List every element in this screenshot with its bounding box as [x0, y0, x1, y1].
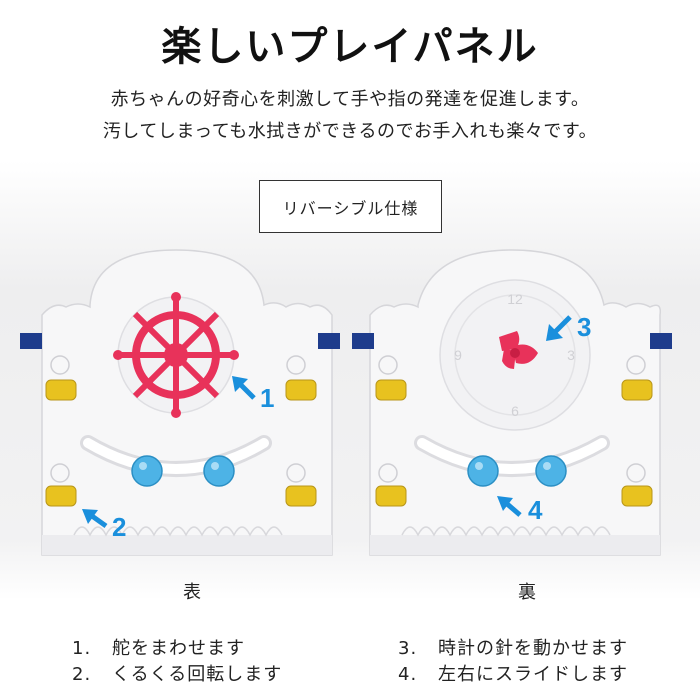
- back-panel: 12 3 6 9 3 4: [352, 249, 672, 556]
- feature-list-right: 3. 時計の針を動かせます 4. 左右にスライドします: [398, 636, 628, 688]
- clip-right: [318, 333, 340, 349]
- sliding-beads[interactable]: [467, 455, 567, 487]
- front-label: 表: [183, 582, 201, 603]
- callout-1: 1: [260, 383, 274, 413]
- front-panel: 1 2: [20, 249, 340, 556]
- feature-item-1: 1. 舵をまわせます: [72, 636, 282, 662]
- reversible-badge: リバーシブル仕様: [259, 180, 442, 233]
- ship-wheel-icon[interactable]: [113, 292, 239, 418]
- side-hinges: [50, 355, 306, 483]
- feature-text: 舵をまわせます: [112, 638, 245, 659]
- arrow-icon: [82, 509, 108, 529]
- yellow-rollers: [45, 379, 317, 507]
- panel-bottom-edge: [370, 535, 660, 555]
- yellow-rollers: [375, 379, 653, 507]
- callout-2: 2: [112, 512, 126, 542]
- feature-list-left: 1. 舵をまわせます 2. くるくる回転します: [72, 636, 282, 688]
- bottom-scallops: [73, 526, 283, 537]
- feature-item-4: 4. 左右にスライドします: [398, 662, 628, 688]
- side-hinges: [378, 355, 646, 483]
- bottom-scallops: [401, 526, 611, 537]
- clock-hands-icon[interactable]: [499, 331, 538, 369]
- feature-text: くるくる回転します: [112, 664, 283, 685]
- callout-3: 3: [577, 312, 591, 342]
- clock-number-12: 12: [507, 291, 523, 307]
- clip-left: [20, 333, 42, 349]
- clock-number-3: 3: [567, 347, 575, 363]
- feature-item-2: 2. くるくる回転します: [72, 662, 282, 688]
- arrow-icon: [546, 315, 572, 341]
- callout-4: 4: [528, 495, 543, 525]
- feature-number: 3.: [398, 638, 418, 659]
- back-label: 裏: [518, 582, 536, 603]
- clock-number-6: 6: [511, 403, 519, 419]
- sliding-beads[interactable]: [131, 455, 235, 487]
- page-title: 楽しいプレイパネル: [161, 24, 539, 70]
- feature-number: 2.: [72, 664, 92, 685]
- feature-number: 1.: [72, 638, 92, 659]
- arrow-icon: [232, 376, 256, 400]
- feature-number: 4.: [398, 664, 418, 685]
- feature-text: 時計の針を動かせます: [438, 638, 628, 659]
- panel-bottom-edge: [42, 535, 332, 555]
- arrow-icon: [497, 496, 522, 517]
- description-line-2: 汚してしまっても水拭きができるのでお手入れも楽々です。: [102, 121, 598, 142]
- clip-right: [650, 333, 672, 349]
- clip-left: [352, 333, 374, 349]
- description-line-1: 赤ちゃんの好奇心を刺激して手や指の発達を促進します。: [110, 89, 590, 110]
- feature-text: 左右にスライドします: [438, 664, 628, 685]
- feature-item-3: 3. 時計の針を動かせます: [398, 636, 628, 662]
- clock-number-9: 9: [454, 347, 462, 363]
